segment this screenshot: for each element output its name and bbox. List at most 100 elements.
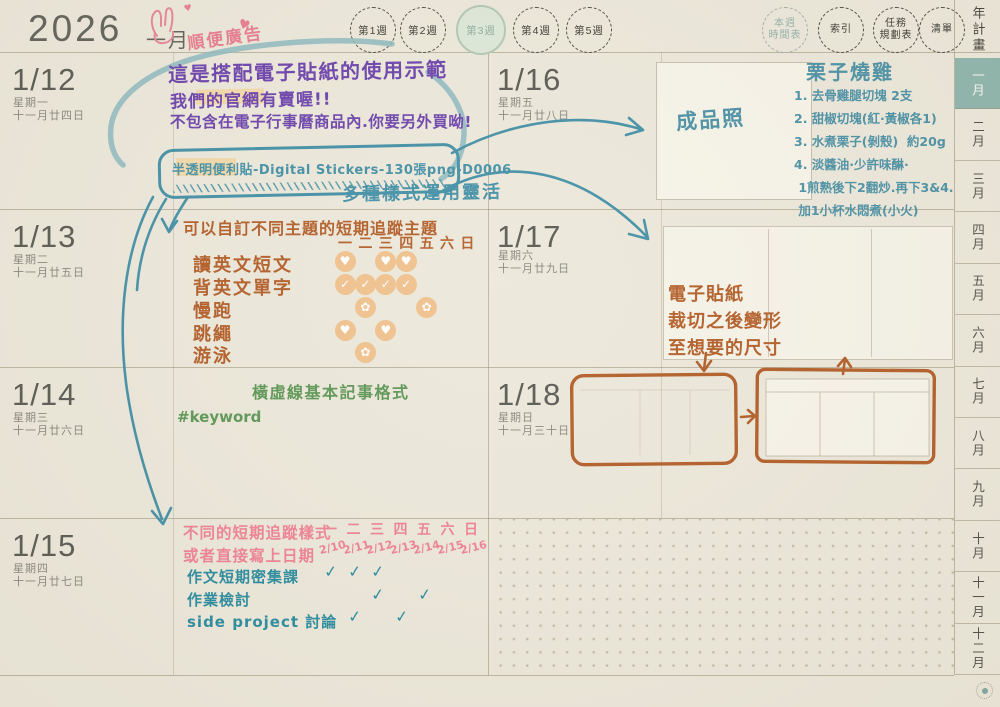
- day-date: 1/13: [12, 219, 76, 255]
- pink-day-header: 三: [370, 519, 384, 539]
- month-tab-mar[interactable]: 三月: [955, 161, 1000, 212]
- row-divider: [0, 367, 954, 368]
- tracker-day-header: 一: [338, 233, 352, 253]
- page-title-month: 一月: [146, 24, 190, 53]
- tab-week-5[interactable]: 第5週: [566, 7, 612, 53]
- tracker-day-header: 日: [460, 233, 474, 253]
- index-button[interactable]: 索引: [818, 7, 864, 53]
- resized-sticker-preview: [580, 379, 929, 456]
- hand-drawn-frames: [572, 369, 935, 465]
- pink-day-header: 五: [417, 519, 431, 539]
- task-planner-button[interactable]: 任務 規劃表: [873, 7, 919, 53]
- pink-table-date-label: 或者直接寫上日期: [183, 544, 315, 566]
- check-icon: ✓: [335, 274, 356, 295]
- flower-icon: ✿: [416, 297, 437, 318]
- pink-table-row-label: 作文短期密集課: [187, 566, 299, 587]
- tab-week-1[interactable]: 第1週: [350, 7, 396, 53]
- month-tab-nov[interactable]: 十一月: [955, 572, 1000, 623]
- month-tab-sep[interactable]: 九月: [955, 469, 1000, 520]
- pink-day-header: 日: [464, 519, 478, 539]
- pink-table-row-label: side project 討論: [187, 611, 337, 632]
- day-date: 1/16: [497, 62, 561, 98]
- day-lunar: 十一月廿五日: [13, 264, 85, 280]
- check-mark-icon: ✓: [347, 561, 362, 581]
- tracker-row-label: 游泳: [193, 342, 233, 368]
- recipe-line: 1. 去骨雞腿切塊 2支: [794, 84, 954, 107]
- pink-day-header: 一: [323, 519, 337, 539]
- tab-week-3-active[interactable]: 第3週: [456, 5, 506, 55]
- heart-icon: ♥: [183, 3, 193, 14]
- purple-note-line: 這是搭配電子貼紙的使用示範: [168, 54, 448, 88]
- recipe-lines: 1. 去骨雞腿切塊 2支 2. 甜椒切塊(紅·黃椒各1) 3. 水煮栗子(剝殼)…: [794, 84, 954, 222]
- tab-week-4[interactable]: 第4週: [513, 7, 559, 53]
- check-icon: ✓: [375, 274, 396, 295]
- day-date: 1/12: [12, 62, 76, 98]
- bottom-divider: [0, 675, 954, 676]
- weekly-timetable-button[interactable]: 本週 時間表: [762, 7, 808, 53]
- tab-week-2[interactable]: 第2週: [400, 7, 446, 53]
- tracker-day-header: 三: [379, 233, 393, 253]
- check-mark-icon: ✓: [370, 561, 385, 581]
- ad-tag-note: 順便廣告: [186, 19, 265, 54]
- tracker-day-header: 六: [440, 233, 454, 253]
- page-corner-target-icon[interactable]: [976, 682, 993, 699]
- green-note-title: 橫虛線基本記事格式: [252, 379, 410, 403]
- pink-day-header: 六: [441, 519, 455, 539]
- month-tab-oct[interactable]: 十月: [955, 521, 1000, 572]
- tracker-day-header: 四: [399, 233, 413, 253]
- pink-date: 2/16: [459, 538, 488, 557]
- tracker-day-header: 二: [358, 233, 372, 253]
- month-tab-jun[interactable]: 六月: [955, 315, 1000, 366]
- month-tab-aug[interactable]: 八月: [955, 418, 1000, 469]
- month-tab-jan-active[interactable]: 一月: [955, 58, 1000, 109]
- check-mark-icon: ✓: [370, 584, 385, 604]
- month-tab-apr[interactable]: 四月: [955, 212, 1000, 263]
- heart-icon: ♥: [375, 320, 396, 341]
- flower-icon: ✿: [355, 342, 376, 363]
- heart-icon: ♥: [396, 251, 417, 272]
- day-lunar: 十一月廿六日: [13, 422, 85, 438]
- month-tab-dec[interactable]: 十二月: [955, 624, 1000, 675]
- heart-icon: ♥: [375, 251, 396, 272]
- tracker-day-header: 五: [420, 233, 434, 253]
- pink-table-row-label: 作業檢討: [187, 589, 251, 610]
- day-lunar: 十一月廿七日: [13, 573, 85, 589]
- month-tab-jul[interactable]: 七月: [955, 367, 1000, 418]
- sidebar-year-plan[interactable]: 年計畫: [956, 6, 1000, 54]
- resize-note: 電子貼紙 裁切之後變形 至想要的尺寸: [668, 281, 782, 362]
- dot-grid-notes-area[interactable]: [489, 519, 954, 675]
- recipe-line: 4. 淡醬油·少許味醂·: [794, 153, 954, 176]
- page-title-year: 2026: [28, 8, 122, 50]
- day-lunar: 十一月廿九日: [498, 260, 570, 276]
- pink-table-style-label: 不同的短期追蹤樣式: [183, 521, 332, 543]
- month-tab-feb[interactable]: 二月: [955, 109, 1000, 160]
- pink-day-header: 二: [347, 519, 361, 539]
- day-date: 1/15: [12, 528, 76, 564]
- green-keyword-note: #keyword: [177, 408, 261, 426]
- day-date: 1/14: [12, 377, 76, 413]
- day-lunar: 十一月三十日: [498, 422, 570, 438]
- heart-icon: ♥: [335, 251, 356, 272]
- recipe-title: 栗子燒雞: [806, 56, 894, 85]
- recipe-line: 加1小杯水悶煮(小火): [794, 199, 954, 222]
- day-lunar: 十一月廿八日: [498, 107, 570, 123]
- cell-inner-divider: [173, 52, 174, 675]
- day-lunar: 十一月廿四日: [13, 107, 85, 123]
- recipe-line: 1煎熟後下2翻炒.再下3&4.: [794, 176, 954, 199]
- check-mark-icon: ✓: [347, 606, 362, 626]
- sidebar-month-tabs: 一月 二月 三月 四月 五月 六月 七月 八月 九月 十月 十一月 十二月: [955, 58, 1000, 675]
- check-mark-icon: ✓: [323, 561, 338, 581]
- month-tab-may[interactable]: 五月: [955, 264, 1000, 315]
- flower-icon: ✿: [355, 297, 376, 318]
- check-icon: ✓: [396, 274, 417, 295]
- check-icon: ✓: [355, 274, 376, 295]
- orange-arrows: [697, 353, 851, 423]
- photo-label-note: 成品照: [675, 102, 746, 137]
- recipe-line: 3. 水煮栗子(剝殼) 約20g: [794, 130, 954, 153]
- purple-note-line: 我們的官網有賣喔!!: [170, 85, 332, 113]
- check-mark-icon: ✓: [394, 606, 409, 626]
- recipe-line: 2. 甜椒切塊(紅·黃椒各1): [794, 107, 954, 130]
- heart-icon: ♥: [335, 320, 356, 341]
- day-date: 1/18: [497, 377, 561, 413]
